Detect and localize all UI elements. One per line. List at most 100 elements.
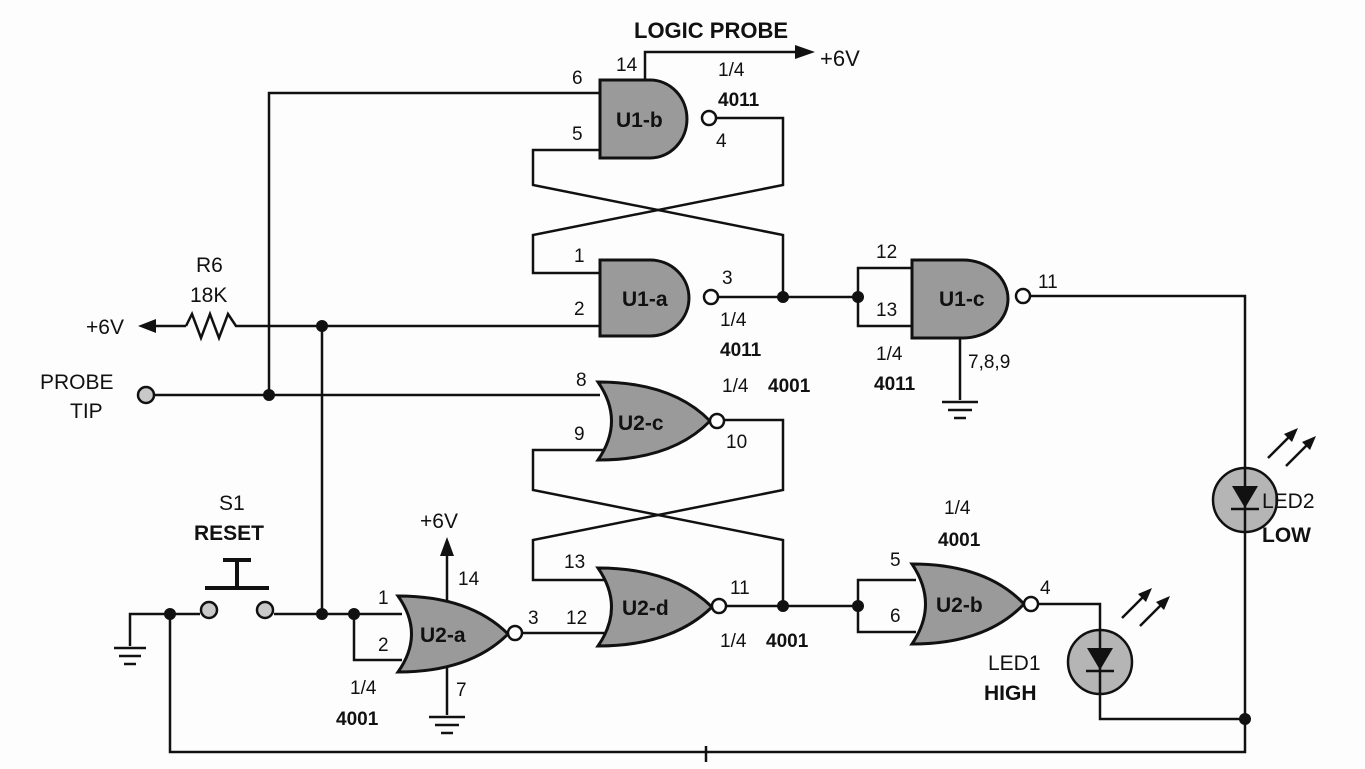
pin-label: 14: [616, 55, 638, 76]
gate-u1a: [598, 258, 720, 338]
pin-label: 6: [572, 68, 583, 89]
junctions: [164, 291, 1251, 725]
led1-symbol: [1066, 588, 1170, 696]
pin-label: 11: [1038, 272, 1058, 293]
junction-dot: [1239, 713, 1251, 725]
pin-label: 13: [876, 300, 897, 321]
led1-ref: LED1: [988, 652, 1041, 675]
pin-label: 6: [890, 606, 901, 627]
wire-u2c-out: [531, 418, 785, 582]
pin-label: 4: [1040, 578, 1051, 599]
gate-label-u2a: U2-a: [420, 624, 466, 647]
gate-u2d: [595, 566, 728, 648]
pin-label: 12: [876, 242, 897, 263]
arrow-supply-u2a: [440, 537, 454, 556]
chip-label: 4011: [718, 90, 760, 111]
fraction-label: 1/4: [944, 498, 971, 519]
resistor-r6: [184, 310, 600, 342]
fraction-label: 1/4: [876, 344, 903, 365]
junction-dot: [316, 608, 328, 620]
switch-name: RESET: [194, 522, 264, 545]
wire-u1c-inputs: [856, 266, 912, 328]
arrow-supply-left: [138, 319, 156, 333]
gate-label-u2d: U2-d: [622, 597, 669, 620]
gate-label-u1c: U1-c: [939, 288, 985, 311]
gate-u2c: [595, 380, 726, 462]
fraction-label: 1/4: [720, 631, 747, 652]
chip-label: 4001: [768, 376, 811, 397]
pin-label: 7,8,9: [968, 352, 1010, 373]
pin-label: 1: [378, 588, 389, 609]
wire-u2c-pin9: [531, 448, 785, 606]
resistor-value: 18K: [190, 284, 227, 307]
pin-label: 8: [576, 370, 587, 391]
led2-state: LOW: [1262, 524, 1311, 547]
pin-label: 10: [726, 432, 747, 453]
supply-label-u2a: +6V: [420, 510, 458, 533]
pin-label: 13: [564, 552, 585, 573]
wire-u1c-out: [1030, 294, 1247, 470]
probe-label-line1: PROBE: [40, 371, 114, 394]
pin-label: 3: [528, 608, 539, 629]
gate-u1b: [598, 78, 718, 160]
led2-ref: LED2: [1262, 490, 1315, 513]
gate-label-u1b: U1-b: [616, 109, 663, 132]
fraction-label: 1/4: [718, 60, 745, 81]
junction-dot: [263, 389, 275, 401]
reset-switch: [199, 558, 275, 620]
pin-label: 9: [574, 424, 585, 445]
gate-label-u1a: U1-a: [622, 288, 668, 311]
fraction-label: 1/4: [722, 376, 749, 397]
wire-u1b-pin14-supply: [643, 50, 795, 80]
pin-label: 1: [574, 246, 585, 267]
junction-dot: [164, 608, 176, 620]
junction-dot: [777, 291, 789, 303]
chip-label: 4001: [938, 530, 981, 551]
wire-pin6: [267, 91, 600, 395]
wire-u2b-inputs: [856, 578, 916, 634]
chip-label: 4011: [874, 374, 916, 395]
pin-label: 7: [456, 680, 467, 701]
chip-label: 4001: [336, 709, 379, 730]
junction-dot: [852, 291, 864, 303]
wire-u2a-inputs: [352, 612, 402, 662]
ground-reset: [114, 646, 146, 666]
pin-label: 3: [722, 268, 733, 289]
fraction-label: 1/4: [720, 310, 747, 331]
wire-led2-to-ground-return: [168, 532, 1247, 754]
pin-label: 4: [716, 131, 727, 152]
resistor-ref: R6: [196, 254, 223, 277]
wires: [114, 45, 1247, 762]
chip-label: 4001: [766, 631, 809, 652]
junction-dot: [316, 320, 328, 332]
gate-label-u2c: U2-c: [618, 412, 664, 435]
pin-label: 2: [378, 635, 389, 656]
pin-label: 2: [574, 299, 585, 320]
probe-label-line2: TIP: [70, 400, 103, 423]
led1-state: HIGH: [984, 682, 1037, 705]
gate-u1c: [910, 258, 1032, 340]
probe-tip-terminal: [136, 385, 156, 405]
ground-u2a: [429, 715, 465, 735]
arrow-supply-top: [795, 45, 815, 59]
wire-reset-left: [128, 612, 200, 646]
pin-label: 12: [566, 608, 587, 629]
junction-dot: [777, 600, 789, 612]
wire-u1b-out: [531, 116, 785, 275]
gate-u2b: [909, 562, 1040, 646]
pin-label: 11: [730, 578, 750, 599]
fraction-label: 1/4: [350, 678, 377, 699]
pin-label: 5: [572, 124, 583, 145]
pin-label: 14: [458, 569, 480, 590]
supply-label-left: +6V: [86, 316, 124, 339]
chip-label: 4011: [720, 340, 762, 361]
schematic-title: LOGIC PROBE: [634, 18, 788, 43]
led2-symbol: [1211, 428, 1316, 534]
junction-dot: [852, 600, 864, 612]
switch-ref: S1: [219, 492, 245, 515]
wire-u1b-pin5: [531, 148, 785, 297]
supply-label-top: +6V: [820, 46, 860, 71]
wire-u2b-out: [1032, 602, 1102, 640]
